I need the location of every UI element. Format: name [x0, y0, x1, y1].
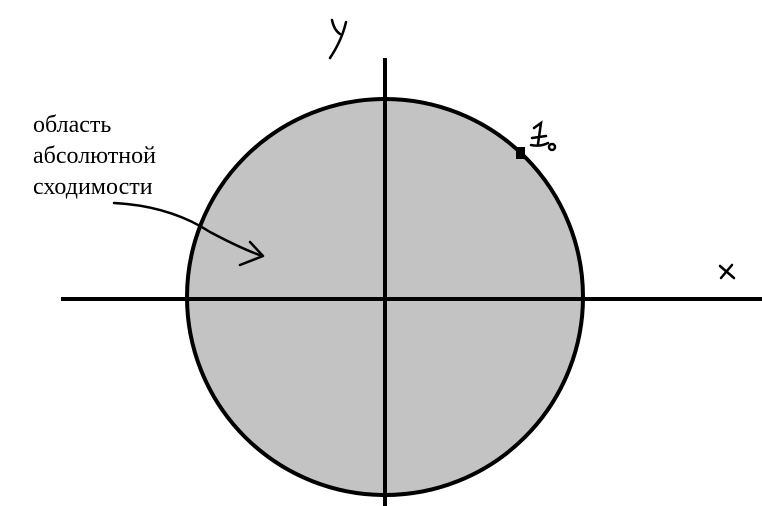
point-label-drawing [529, 120, 557, 152]
region-label-line-2: абсолютной [33, 143, 156, 169]
boundary-point-marker [516, 147, 525, 159]
x-axis-label-text: x [726, 275, 727, 277]
x-axis-label [718, 263, 736, 280]
y-axis-label [328, 18, 348, 60]
region-label: область абсолютной сходимости [33, 110, 156, 203]
region-label-line-1: область [33, 112, 112, 138]
region-label-line-3: сходимости [33, 174, 153, 200]
pointer-arrow [112, 201, 265, 267]
